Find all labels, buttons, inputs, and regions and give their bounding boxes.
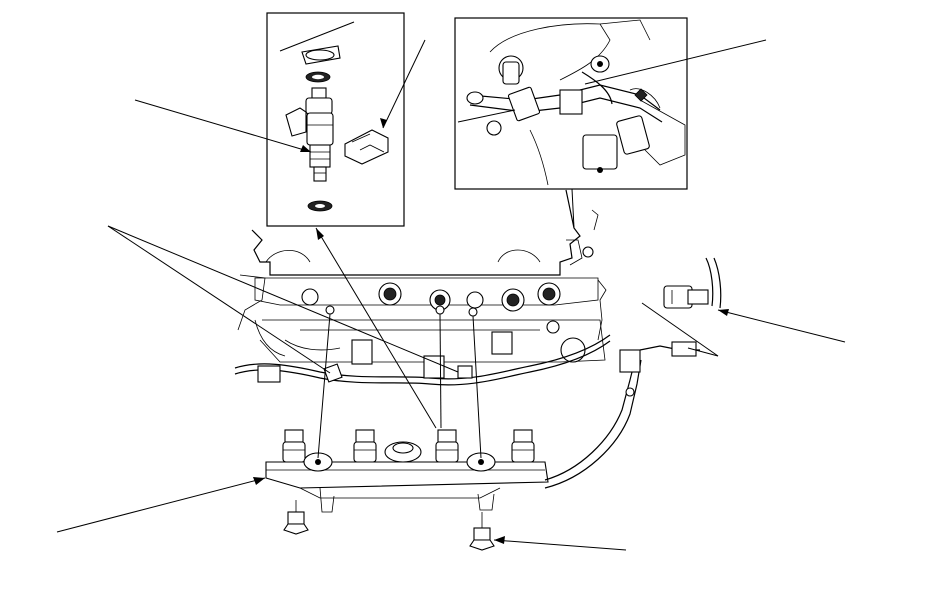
alignment-line-2 <box>439 313 442 429</box>
harness-clip <box>457 365 473 379</box>
alignment-line-1 <box>317 313 331 459</box>
fuel-feed-hose <box>544 359 636 481</box>
injector-bore <box>325 305 335 315</box>
spark-plug-bores <box>301 282 561 312</box>
cushion-ring <box>301 45 341 65</box>
fuel-rail-injector-3 <box>435 429 459 463</box>
injector-connector-1 <box>351 339 373 365</box>
harness-connector <box>257 365 281 383</box>
injector-detail-frame <box>266 12 405 227</box>
engine-wire-harness <box>234 319 611 386</box>
leader-connector-harness <box>457 109 516 123</box>
leader-quick-connect <box>717 309 846 343</box>
mounting-bolt-left <box>283 500 309 535</box>
injector-bore <box>435 305 445 315</box>
alignment-line-3 <box>472 315 482 459</box>
connector-detail-frame <box>454 17 688 190</box>
injector-bore <box>468 307 478 317</box>
leader-injector-clip <box>382 39 426 129</box>
connector-detail-drawing <box>466 19 686 186</box>
mounting-bolt-right <box>469 512 495 551</box>
injector-clip <box>344 129 389 165</box>
leader-connector-bolt <box>584 39 767 85</box>
fuel-rail-injector-4 <box>511 429 535 463</box>
leader-inset-to-rail <box>315 227 437 429</box>
injector-connector-2 <box>423 355 445 379</box>
leader-lines <box>56 99 846 551</box>
leader-connector-b <box>107 225 459 373</box>
cylinder-head <box>237 189 607 363</box>
leader-mounting-bolt <box>493 539 627 551</box>
injector-connector-3 <box>491 331 513 355</box>
injector-detail-inset <box>266 12 426 227</box>
quick-connect-fitting <box>663 257 722 309</box>
fuel-rail-injector-1 <box>282 429 306 463</box>
leader-connector-a <box>107 225 331 374</box>
leader-cushion-ring <box>279 21 355 52</box>
leader-fuel-rail <box>56 477 266 533</box>
injector-connector-4 <box>323 363 343 383</box>
leader-fuel-line-b <box>687 347 719 357</box>
leader-fuel-line-a <box>641 302 719 357</box>
leader-inset2-to-head <box>571 188 575 229</box>
harness-connector-detail-inset <box>454 17 767 190</box>
fuel-rail-assembly <box>265 341 700 513</box>
fuel-injector <box>285 87 334 182</box>
fuel-rail-injector-2 <box>353 429 377 463</box>
leader-injector <box>134 99 312 153</box>
